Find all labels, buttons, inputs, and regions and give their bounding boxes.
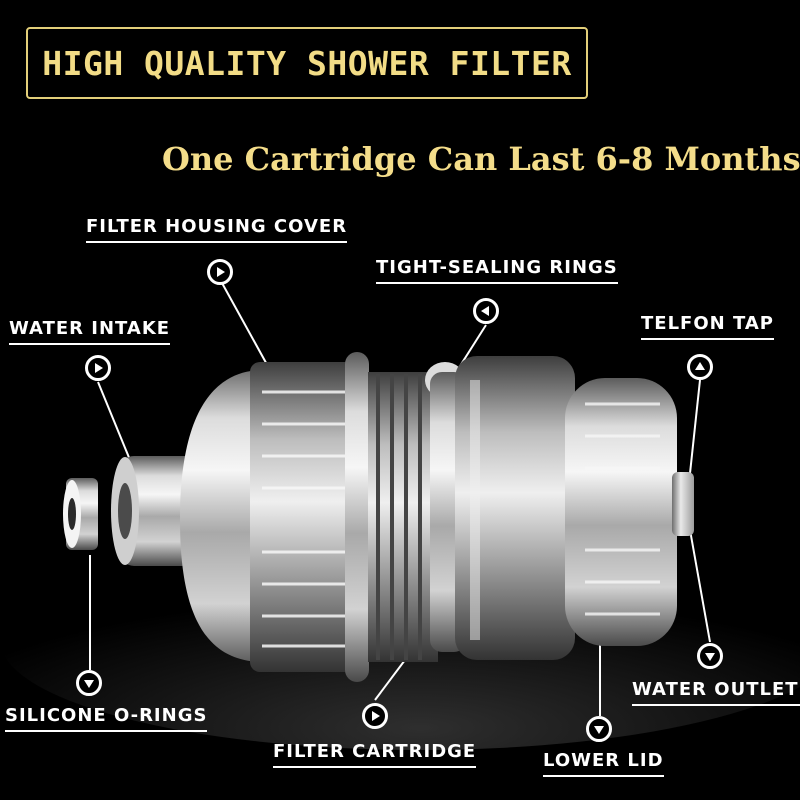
filter-cartridge-part [455, 356, 575, 660]
label-tight-sealing-rings: TIGHT-SEALING RINGS [376, 257, 618, 284]
play-down-icon [586, 716, 612, 742]
play-up-icon [687, 354, 713, 380]
play-left-icon [473, 298, 499, 324]
play-down-icon [76, 670, 102, 696]
label-lower-lid: LOWER LID [543, 750, 664, 777]
water-intake-part [111, 456, 200, 566]
label-silicone-o-rings: SILICONE O-RINGS [5, 705, 208, 732]
label-water-intake: WATER INTAKE [9, 318, 171, 345]
page-subtitle: One Cartridge Can Last 6-8 Months [162, 140, 800, 178]
label-telfon-tap: TELFON TAP [641, 313, 774, 340]
label-filter-housing-cover: FILTER HOUSING COVER [86, 216, 348, 243]
play-right-icon [207, 259, 233, 285]
telfon-tap-part [672, 472, 694, 536]
label-filter-cartridge: FILTER CARTRIDGE [273, 741, 477, 768]
filter-housing-cover-part [180, 352, 369, 682]
play-right-icon [362, 703, 388, 729]
silicone-o-ring-part [63, 478, 98, 550]
lower-lid-part [565, 378, 677, 646]
label-water-outlet: WATER OUTLET [632, 679, 800, 706]
title-box: HIGH QUALITY SHOWER FILTER [26, 27, 588, 99]
play-down-icon [697, 643, 723, 669]
thread-section [368, 372, 438, 662]
play-right-icon [85, 355, 111, 381]
page-title: HIGH QUALITY SHOWER FILTER [42, 43, 572, 83]
